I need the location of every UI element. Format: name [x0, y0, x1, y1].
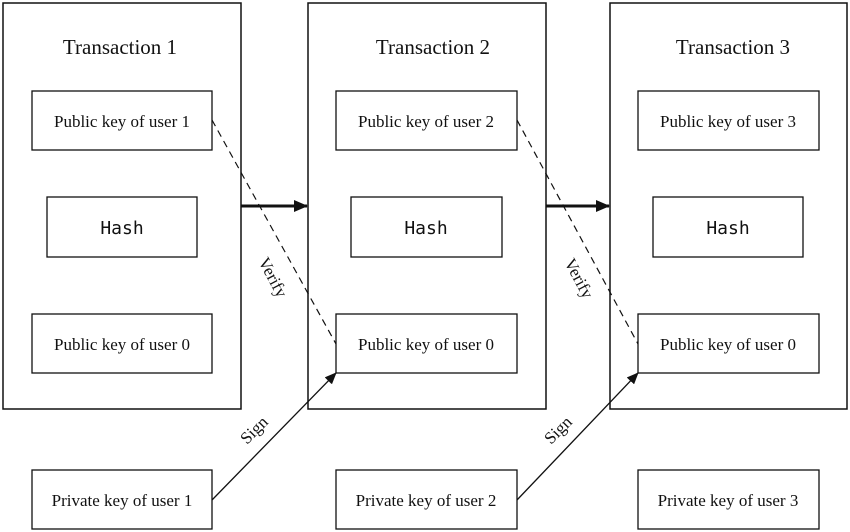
transaction-3: Transaction 3 Public key of user 3 Hash …: [609, 2, 848, 410]
transaction-1: Transaction 1 Public key of user 1 Hash …: [2, 2, 242, 410]
transaction-3-frame: [609, 2, 848, 410]
transaction-2-new-owner-key-box: Public key of user 2: [335, 90, 518, 151]
transaction-2-hash-box: Hash: [350, 196, 503, 258]
private-key-box-user-2: Private key of user 2: [335, 469, 518, 530]
verify-label-2: Verify: [560, 255, 597, 302]
verify-label-1: Verify: [254, 254, 291, 301]
transaction-3-new-owner-key-label: Public key of user 3: [660, 112, 796, 131]
transaction-1-title: Transaction 1: [63, 35, 177, 59]
transaction-2-owner-key-label: Public key of user 0: [358, 335, 494, 354]
verify-line-2: [516, 119, 639, 345]
private-key-label-user-3: Private key of user 3: [658, 491, 799, 510]
private-key-box-user-3: Private key of user 3: [637, 469, 820, 530]
transaction-2: Transaction 2 Public key of user 2 Hash …: [307, 2, 547, 410]
sign-arrow-2: [516, 372, 639, 501]
transaction-3-owner-key-label: Public key of user 0: [660, 335, 796, 354]
transaction-1-owner-key-box: Public key of user 0: [31, 313, 213, 374]
sign-arrow-1: [211, 372, 337, 501]
transaction-2-title: Transaction 2: [376, 35, 490, 59]
private-key-label-user-1: Private key of user 1: [52, 491, 193, 510]
transaction-1-owner-key-label: Public key of user 0: [54, 335, 190, 354]
sign-label-1: Sign: [236, 412, 272, 448]
transaction-3-hash-label: Hash: [706, 218, 749, 239]
transaction-3-owner-key-box: Public key of user 0: [637, 313, 820, 374]
transaction-3-hash-box: Hash: [652, 196, 804, 258]
transaction-1-new-owner-key-label: Public key of user 1: [54, 112, 190, 131]
transaction-3-new-owner-key-box: Public key of user 3: [637, 90, 820, 151]
private-key-label-user-2: Private key of user 2: [356, 491, 497, 510]
transaction-2-owner-key-box: Public key of user 0: [335, 313, 518, 374]
transaction-3-title: Transaction 3: [676, 35, 790, 59]
private-key-box-user-1: Private key of user 1: [31, 469, 213, 530]
transaction-1-hash-label: Hash: [100, 218, 143, 239]
transaction-2-hash-label: Hash: [404, 218, 447, 239]
transaction-1-hash-box: Hash: [46, 196, 198, 258]
verify-line-1: [211, 119, 337, 345]
transaction-2-new-owner-key-label: Public key of user 2: [358, 112, 494, 131]
transaction-1-new-owner-key-box: Public key of user 1: [31, 90, 213, 151]
sign-label-2: Sign: [540, 412, 576, 448]
